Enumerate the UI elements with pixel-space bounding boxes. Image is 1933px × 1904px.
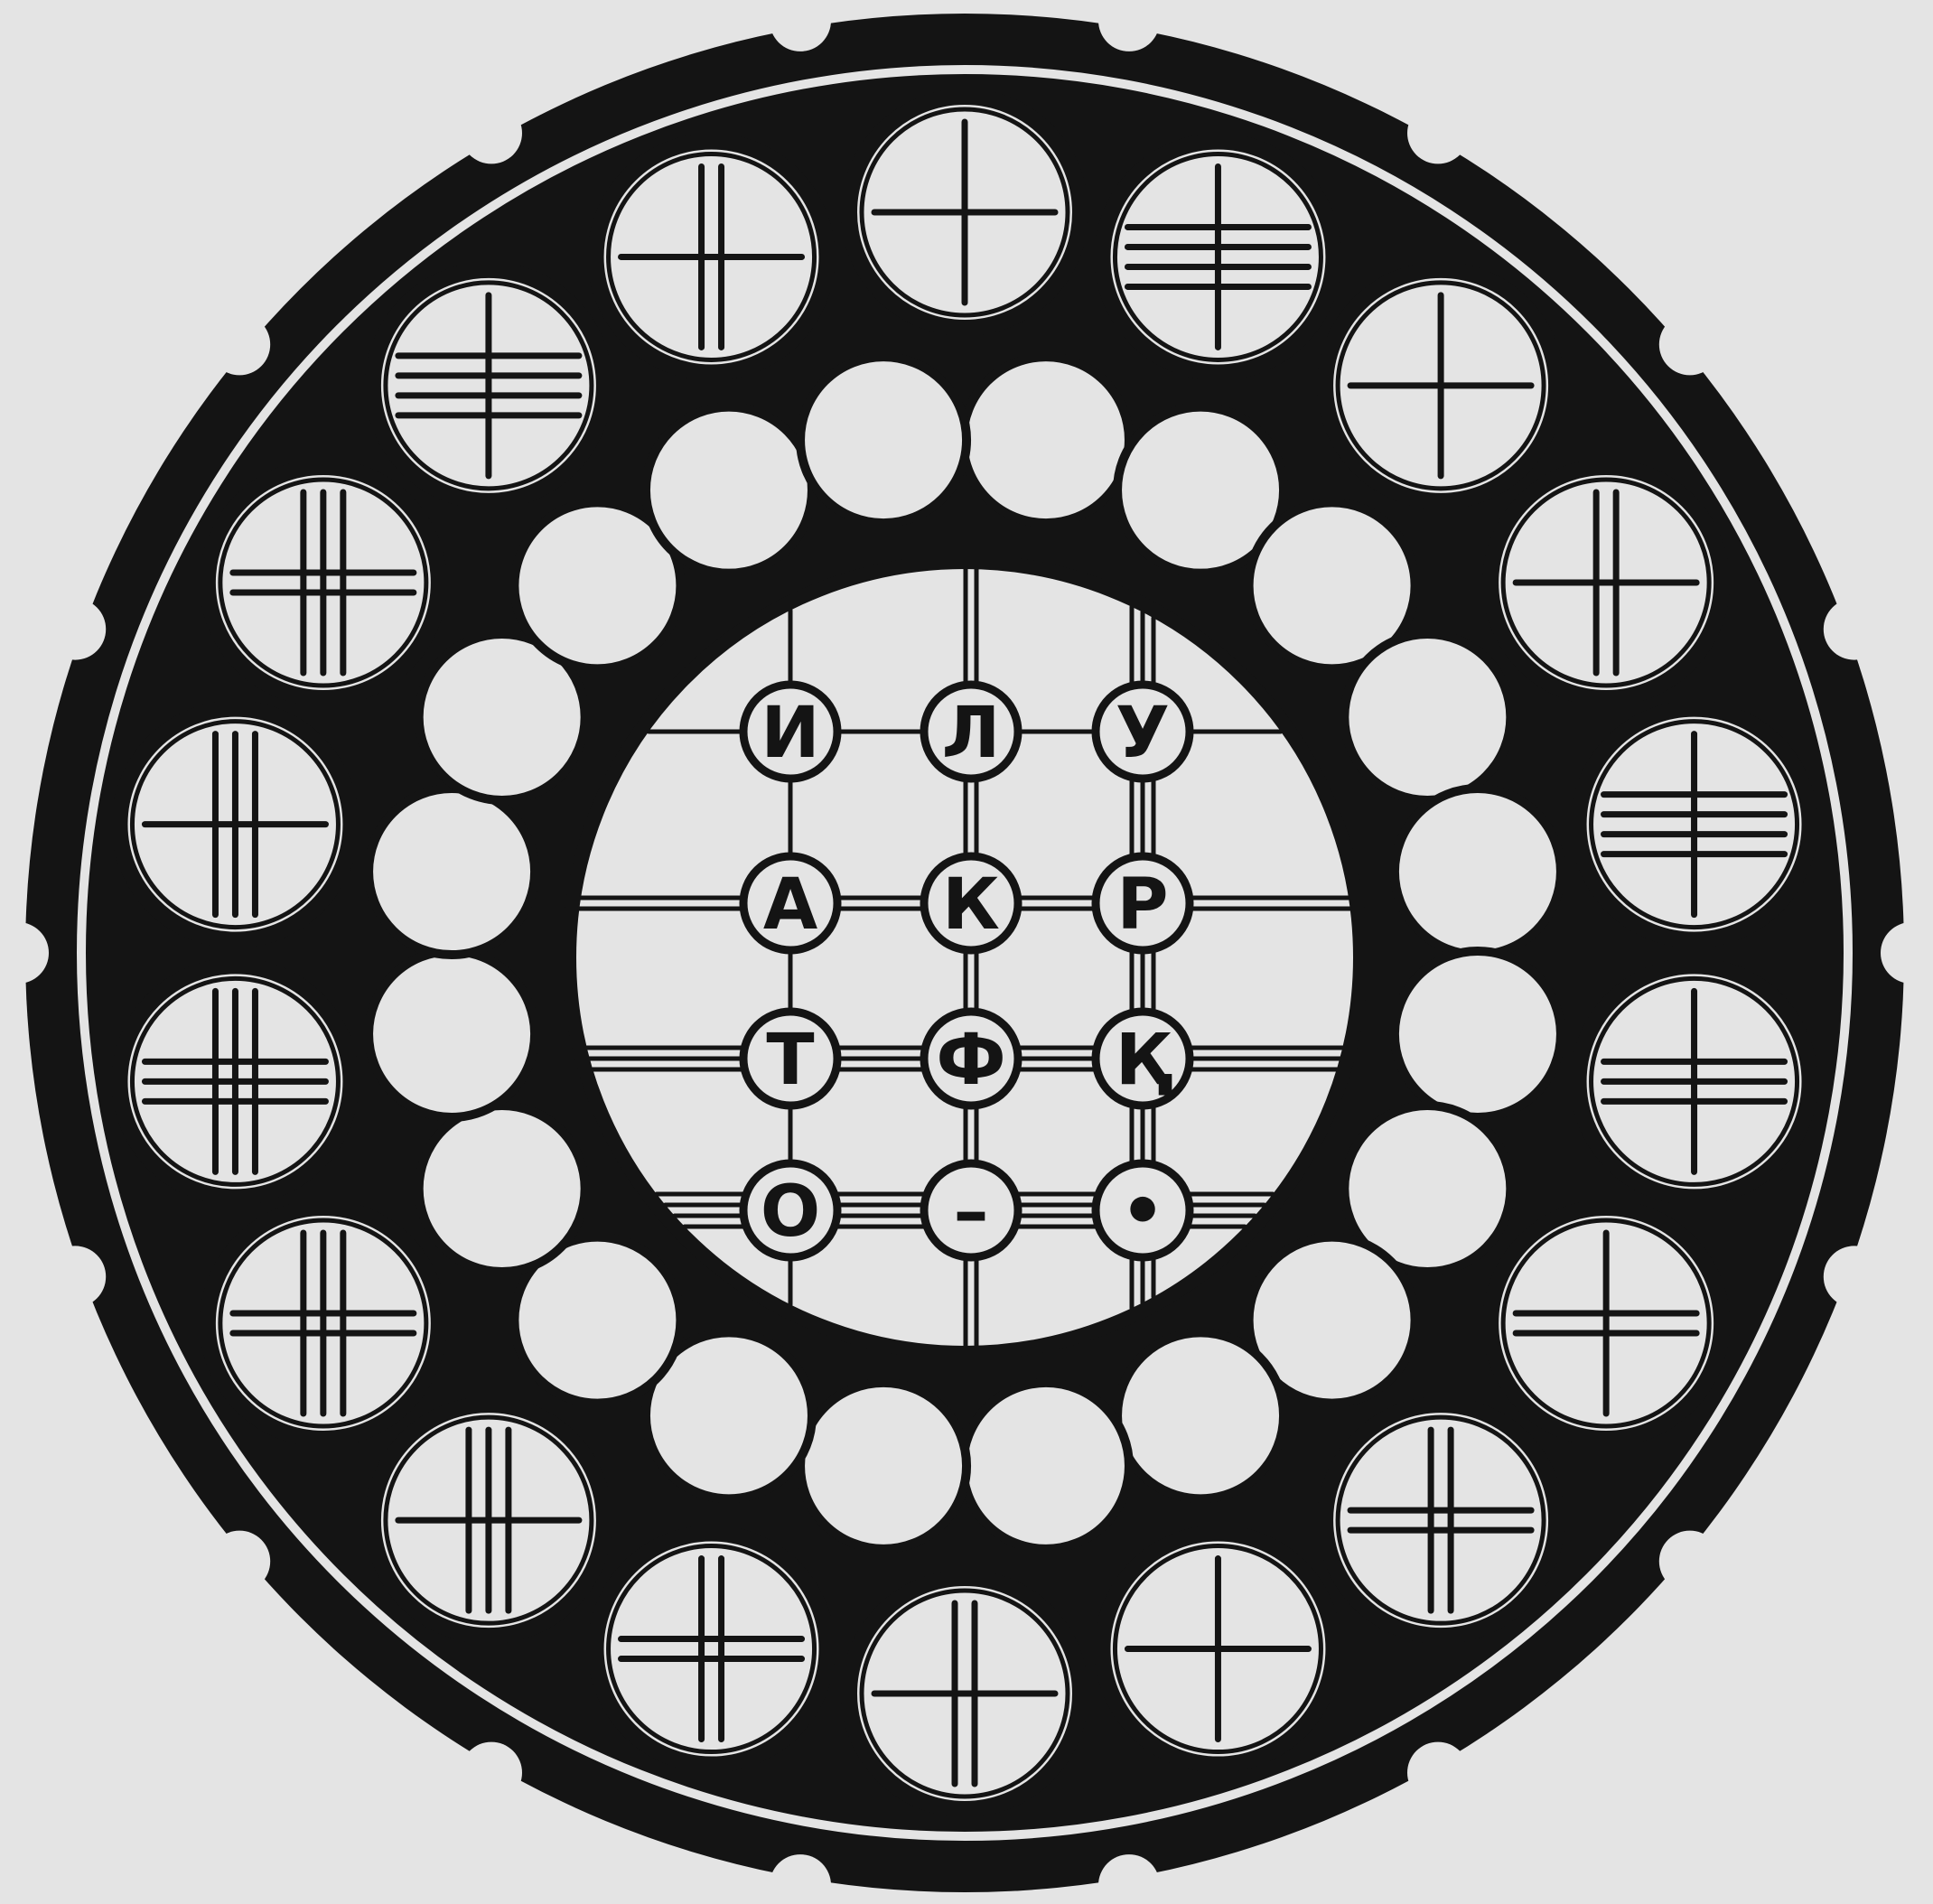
- letter-t: Т: [766, 1020, 814, 1101]
- plain-circle: [1117, 1332, 1284, 1498]
- scallop-notch: [1659, 1531, 1721, 1592]
- letter-grid-panel: И Л У А К Р Т: [569, 562, 1360, 1353]
- ornament-circle: [849, 1578, 1080, 1809]
- ornament-circle: [596, 1534, 827, 1765]
- plain-circle: [1344, 634, 1510, 800]
- ornament-circle: [1325, 270, 1556, 501]
- scallop-notch: [1824, 1246, 1885, 1307]
- ornament-circle: [849, 97, 1080, 328]
- ornament-circle: [119, 966, 350, 1197]
- ornament-circle: [373, 270, 604, 501]
- ornament-circle: [119, 709, 350, 940]
- ornament-circle: [208, 1208, 439, 1439]
- letter-u: У: [1116, 693, 1170, 774]
- plain-circle: [1395, 789, 1561, 955]
- letter-dash: –: [954, 1171, 989, 1253]
- ornament-circle: [373, 1405, 604, 1636]
- plain-circle: [419, 1106, 585, 1272]
- scallop-notch: [44, 599, 106, 660]
- scallop-notch: [461, 102, 522, 163]
- letter-qa: Қ: [1116, 1020, 1172, 1101]
- plain-circle: [800, 1383, 966, 1549]
- scallop-notch: [44, 1246, 106, 1307]
- letter-cell-r: Р: [1096, 856, 1190, 950]
- scallop-notch: [1824, 599, 1885, 660]
- plain-circle: [369, 951, 535, 1117]
- letter-cell-u: У: [1096, 685, 1190, 779]
- letter-i: И: [761, 693, 819, 774]
- ornament-circle: [1490, 1208, 1722, 1439]
- ornament-circle: [1102, 141, 1333, 372]
- letter-r: Р: [1116, 864, 1168, 946]
- scallop-notch: [1407, 1742, 1469, 1804]
- letter-k: К: [942, 864, 1000, 946]
- plain-circle: [646, 407, 812, 574]
- letter-cell-l: Л: [924, 685, 1018, 779]
- ornament-circle: [596, 141, 827, 372]
- letter-o: О: [761, 1171, 820, 1253]
- plain-circle: [369, 789, 535, 955]
- letter-cell-f: Ф: [924, 1012, 1018, 1106]
- ornament-circle: [1579, 709, 1810, 940]
- ornament-circle: [1579, 966, 1810, 1197]
- scallop-notch: [1407, 102, 1469, 163]
- letter-dot: •: [1120, 1171, 1165, 1253]
- letter-cell-qa: Қ: [1096, 1012, 1190, 1106]
- letter-cell-t: Т: [743, 1012, 837, 1106]
- ornament-circle: [1490, 467, 1722, 698]
- letter-cell-i: И: [743, 685, 837, 779]
- scallop-notch: [461, 1742, 522, 1804]
- scallop-notch: [1659, 313, 1721, 375]
- ornament-circle: [1102, 1534, 1333, 1765]
- letter-cell-dash: –: [924, 1163, 1018, 1257]
- letter-a: А: [763, 864, 817, 946]
- scallop-notch: [209, 1531, 270, 1592]
- ornament-circle: [208, 467, 439, 698]
- plain-circle: [800, 357, 966, 523]
- letter-l: Л: [942, 693, 1001, 774]
- scallop-notch: [209, 313, 270, 375]
- letter-cell-o: О: [743, 1163, 837, 1257]
- letter-cell-dot: •: [1096, 1163, 1190, 1257]
- letter-cell-k: К: [924, 856, 1018, 950]
- plain-circle: [963, 1383, 1129, 1549]
- plain-circle: [963, 357, 1129, 523]
- letter-f: Ф: [936, 1020, 1005, 1101]
- plain-circle: [1395, 951, 1561, 1117]
- ornament-circle: [1325, 1405, 1556, 1636]
- letter-cell-a: А: [743, 856, 837, 950]
